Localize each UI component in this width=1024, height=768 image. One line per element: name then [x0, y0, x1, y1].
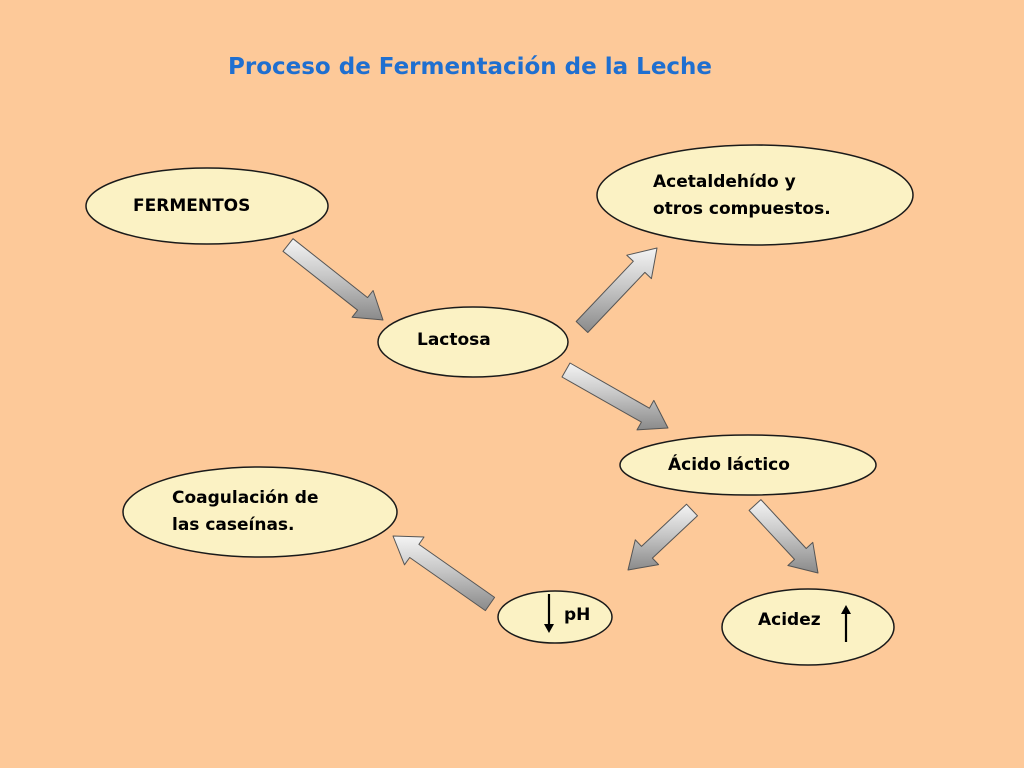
node-ellipse	[721, 588, 895, 666]
node-ellipse	[377, 306, 569, 378]
node-ellipse	[619, 434, 877, 496]
node-ellipse	[596, 144, 914, 246]
up-arrow-icon	[841, 605, 851, 642]
node-ph: pH	[497, 590, 613, 644]
node-acetaldehido: Acetaldehído y otros compuestos.	[596, 144, 914, 246]
node-label: Lactosa	[417, 330, 491, 350]
node-ellipse	[497, 590, 613, 644]
arrows-layer	[282, 238, 819, 612]
arrow-acido-lactico-to-acidez	[748, 499, 819, 574]
node-label-line-2: otros compuestos.	[653, 199, 831, 219]
node-label-line-1: Coagulación de	[172, 488, 319, 508]
node-label-line-1: Acetaldehído y	[653, 172, 796, 192]
node-fermentos: FERMENTOS	[85, 167, 329, 245]
node-ellipse	[122, 466, 398, 558]
page-title: Proceso de Fermentación de la Leche	[228, 54, 713, 80]
node-lactosa: Lactosa	[377, 306, 569, 378]
node-acidez: Acidez	[721, 588, 895, 666]
arrow-acido-lactico-to-ph	[627, 503, 698, 571]
node-label: Ácido láctico	[668, 453, 790, 475]
node-acido-lactico: Ácido láctico	[619, 434, 877, 496]
node-ellipse	[85, 167, 329, 245]
arrow-fermentos-to-lactosa	[282, 238, 384, 321]
arrow-lactosa-to-acetaldehido	[575, 247, 658, 333]
node-coagulacion: Coagulación de las caseínas.	[122, 466, 398, 558]
arrow-ph-to-coagulacion	[392, 535, 496, 612]
arrow-lactosa-to-acido-lactico	[561, 362, 669, 431]
node-label: pH	[564, 605, 590, 625]
node-label: Acidez	[758, 610, 821, 630]
node-label-line-2: las caseínas.	[172, 515, 295, 535]
node-label: FERMENTOS	[133, 196, 250, 216]
down-arrow-icon	[544, 594, 554, 633]
